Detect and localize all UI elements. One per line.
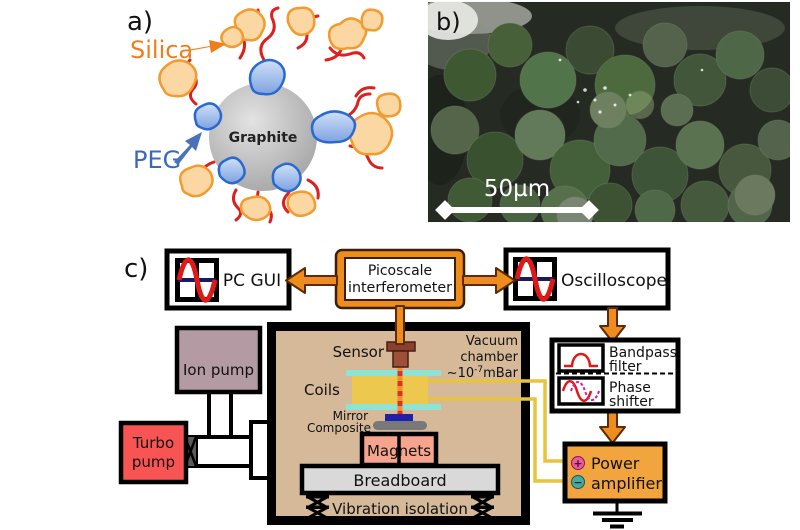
arrow-to-oscilloscope-icon (462, 267, 516, 294)
bandpass-phase-box: Bandpass filter Phase shifter (549, 337, 681, 414)
chamber-label-2: chamber (460, 350, 518, 365)
picoscale-label-1: Picoscale (368, 263, 432, 279)
sem-particles (430, 22, 790, 222)
arrow-filter-to-amplifier-icon (599, 410, 626, 444)
power-amp-label-1: Power (591, 454, 640, 473)
coil-lower-plate (346, 404, 441, 410)
peg-blobs (193, 58, 357, 193)
graphite-label: Graphite (229, 130, 298, 146)
vacuum-piping (193, 386, 274, 480)
vibration-label: Vibration isolation (332, 500, 468, 518)
silica-arrow-icon (187, 40, 226, 53)
arrow-oscilloscope-to-filter-icon (599, 307, 626, 343)
vacuum-chamber-label: Vacuum chamber ~10-7mBar (447, 334, 519, 381)
panel-a: Graphite a) Silica PEG (127, 6, 402, 224)
turbo-pump-label-2: pump (132, 453, 175, 471)
magnets: Magnets (359, 431, 439, 468)
ion-pump: Ion pump (174, 325, 263, 395)
signal-arrows (285, 267, 626, 444)
bandpass-label-1: Bandpass (609, 345, 677, 361)
pc-gui-scope-icon (178, 260, 217, 301)
sem-speckles (558, 58, 704, 114)
power-amp-label-2: amplifier (591, 474, 662, 493)
bandpass-icon (557, 343, 605, 373)
minus-sign: − (573, 476, 582, 489)
panel-b: b) 50µm (428, 2, 790, 222)
picoscale-box: Picoscale interferometer (334, 248, 466, 310)
scale-bar-label: 50µm (484, 176, 550, 202)
oscilloscope-box: Oscilloscope (503, 247, 671, 311)
pressure-exponent: -7 (474, 365, 483, 375)
ion-pump-label: Ion pump (183, 361, 254, 379)
phase-label-2: shifter (609, 394, 654, 410)
panel-c-label: c) (124, 254, 148, 284)
coils-block (352, 376, 428, 404)
panel-a-label: a) (127, 7, 153, 37)
chamber-label-1: Vacuum (466, 334, 518, 349)
mirror-label: Mirror (333, 409, 368, 423)
phase-label-1: Phase (609, 380, 651, 396)
oscilloscope-scope-icon (516, 259, 555, 300)
breadboard-label: Breadboard (353, 471, 446, 490)
mirror (385, 414, 413, 422)
composite (373, 421, 427, 430)
minus-terminal (571, 475, 585, 489)
sensor-label: Sensor (333, 343, 385, 361)
power-amplifier-box: + − Power amplifier (562, 441, 668, 504)
magnets-label: Magnets (367, 442, 431, 460)
silica-label: Silica (130, 36, 193, 64)
peg-label: PEG (133, 146, 181, 174)
panel-b-label: b) (436, 8, 461, 36)
oscilloscope-label: Oscilloscope (561, 271, 667, 291)
turbo-pump: Turbo pump (118, 420, 189, 485)
coil-wires (428, 379, 567, 483)
beam-to-sensor (395, 305, 405, 345)
peg-arrow-icon (174, 132, 202, 165)
ground-icon (593, 501, 642, 529)
pressure-unit: mBar (483, 366, 519, 381)
picoscale-label-2: interferometer (348, 280, 452, 296)
coil-upper-plate (346, 370, 441, 376)
plus-terminal (571, 456, 585, 470)
turbo-pump-label-1: Turbo (132, 434, 174, 452)
pressure-base: ~10 (447, 366, 474, 381)
phase-shifter-icon (557, 376, 605, 406)
bandpass-label-2: filter (609, 359, 642, 375)
breadboard: Breadboard (299, 463, 501, 496)
pc-gui-box: PC GUI (164, 248, 292, 311)
composite-label: Composite (307, 421, 371, 435)
pc-gui-label: PC GUI (223, 271, 281, 291)
coils-label: Coils (304, 381, 340, 399)
panel-c: c) Ion pump Turbo pump Vacuum chamber ~1… (118, 247, 681, 529)
silica-blobs (158, 6, 402, 222)
arrow-to-pc-gui-icon (285, 267, 338, 294)
plus-sign: + (573, 457, 582, 470)
b-label-backdrop (428, 2, 478, 40)
chamber-pressure: ~10-7mBar (447, 365, 519, 381)
